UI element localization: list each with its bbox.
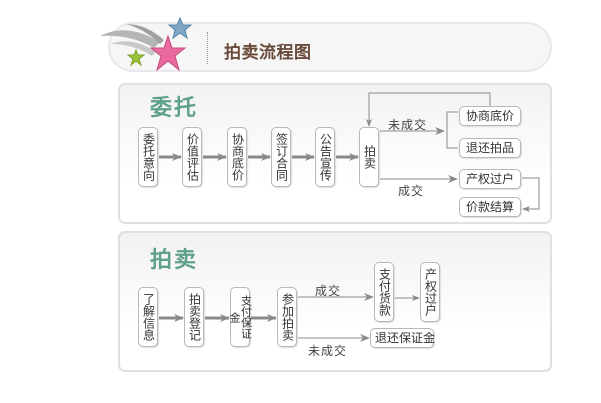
auction-step-participate: 参加拍卖	[277, 287, 297, 347]
consign-fail-label: 未成交	[388, 118, 428, 132]
consign-success-label: 成交	[398, 184, 425, 198]
auction-step-deposit: 支付保证金	[228, 287, 253, 347]
header-divider	[207, 32, 208, 64]
consign-step-contract: 签订合同	[271, 127, 291, 187]
consign-step-reserve-price: 协商底价	[227, 127, 247, 187]
consign-success-transfer: 产权过户	[459, 169, 521, 189]
consign-fail-return-item: 退还拍品	[459, 138, 521, 158]
page-title: 拍卖流程图	[224, 43, 312, 63]
consign-success-settlement: 价款结算	[459, 197, 521, 217]
auction-section-title: 拍卖	[150, 247, 199, 273]
auction-step-info: 了解信息	[138, 287, 158, 347]
auction-step-register: 拍卖登记	[184, 287, 204, 347]
auction-success-payment: 支付货款	[374, 262, 394, 322]
consign-auction-node: 拍卖	[359, 127, 379, 187]
consign-step-appraisal: 价值评估	[182, 127, 202, 187]
shooting-stars-icon	[100, 16, 193, 72]
auction-fail-label: 未成交	[308, 344, 348, 358]
consign-fail-renegotiate: 协商底价	[459, 106, 521, 126]
auction-success-transfer: 产权过户	[420, 262, 440, 322]
consign-step-publicity: 公告宣传	[315, 127, 335, 187]
auction-success-label: 成交	[315, 284, 342, 298]
consign-section-title: 委托	[150, 95, 199, 121]
consign-step-intent: 委托意向	[138, 127, 158, 187]
auction-fail-refund-deposit: 退还保证金	[370, 328, 435, 348]
